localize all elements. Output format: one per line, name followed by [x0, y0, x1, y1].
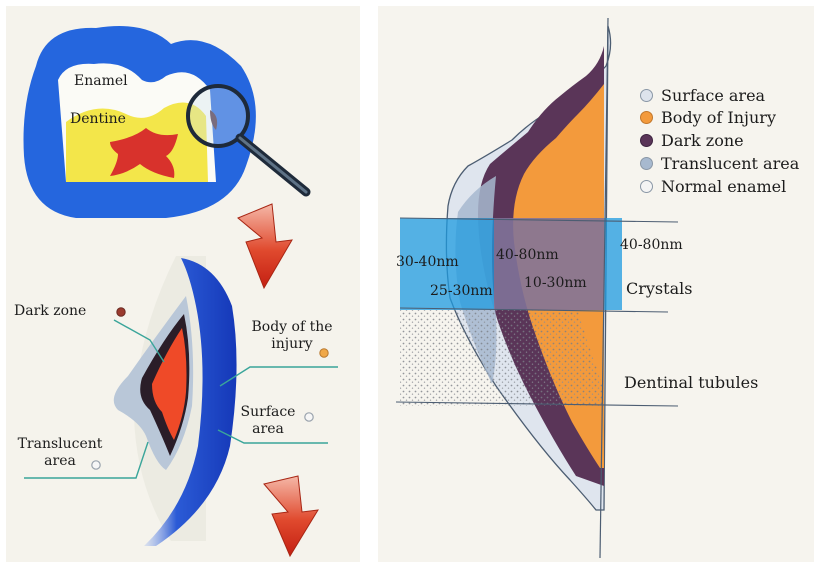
body-of-injury-label: Body of the injury [238, 319, 346, 353]
right-panel: Surface area Body of Injury Dark zone Tr… [378, 6, 814, 562]
arrow-down-icon-bottom [264, 476, 318, 556]
enamel-label: Enamel [74, 74, 128, 88]
surface-marker-dot [305, 413, 313, 421]
legend-label-translucent: Translucent area [661, 154, 799, 173]
dark-zone-label: Dark zone [14, 304, 86, 318]
legend-item-dark: Dark zone [640, 131, 744, 150]
crystal-size-body-top: 40-80nm [496, 248, 559, 262]
crystals-label: Crystals [626, 281, 692, 297]
crystal-size-normal: 30-40nm [396, 255, 459, 269]
legend-dot-dark [640, 134, 653, 147]
left-panel: Enamel Dentine Dark zone Body of the inj… [6, 6, 360, 562]
legend-item-translucent: Translucent area [640, 154, 799, 173]
dentinal-tubules-label: Dentinal tubules [624, 375, 758, 391]
legend-item-surface: Surface area [640, 86, 765, 105]
legend-dot-surface [640, 89, 653, 102]
translucent-area-label: Translucent area [10, 436, 110, 470]
normal-enamel-field [400, 310, 604, 406]
legend-label-surface: Surface area [661, 86, 765, 105]
crystals-band-body [494, 218, 604, 310]
dark-zone-marker-dot [117, 308, 125, 316]
magnified-lesion-illustration [114, 256, 237, 546]
legend-dot-body [640, 111, 653, 124]
crystal-size-body-bottom: 10-30nm [524, 276, 587, 290]
legend-item-body: Body of Injury [640, 108, 776, 127]
legend-dot-normal [640, 180, 653, 193]
crystal-size-translucent: 25-30nm [430, 284, 493, 298]
legend-dot-translucent [640, 157, 653, 170]
crystal-size-surface: 40-80nm [620, 238, 683, 252]
dentine-label: Dentine [70, 112, 126, 126]
surface-area-label: Surface area [232, 404, 304, 438]
leader-line-body [220, 367, 338, 386]
tooth-cross-section-diagram [6, 6, 360, 562]
legend-label-normal: Normal enamel [661, 177, 786, 196]
legend-label-body: Body of Injury [661, 108, 776, 127]
arrow-down-icon-top [238, 204, 292, 288]
legend-item-normal: Normal enamel [640, 177, 786, 196]
legend-label-dark: Dark zone [661, 131, 744, 150]
